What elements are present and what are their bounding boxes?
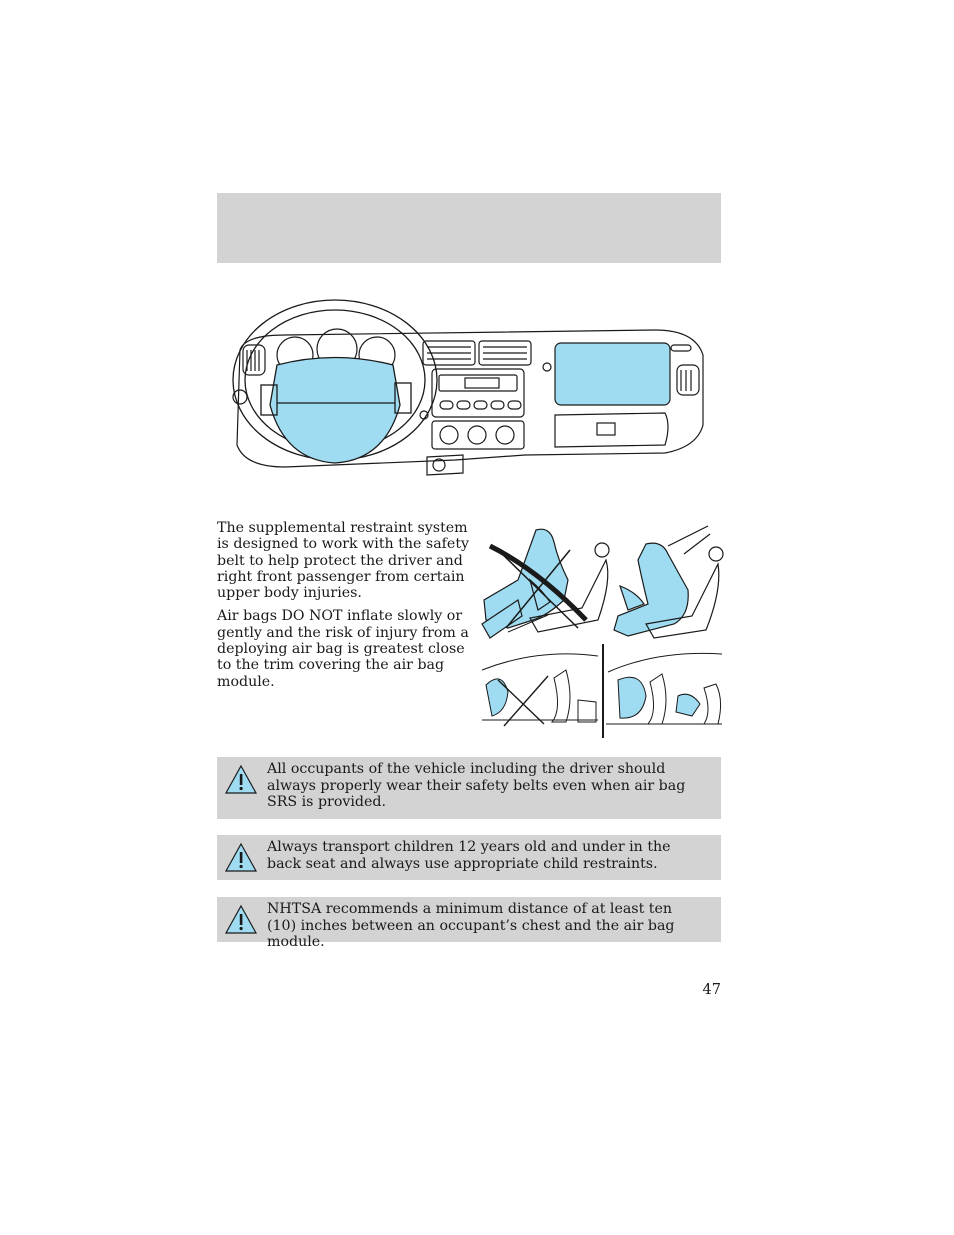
- warning-nhtsa-distance: NHTSA recommends a minimum distance of a…: [217, 897, 721, 950]
- occupant-position-illustration: [481, 525, 724, 738]
- warning-triangle-icon: [224, 842, 258, 872]
- warning-child-restraints: Always transport children 12 years old a…: [217, 835, 721, 880]
- warning-text: All occupants of the vehicle including t…: [267, 761, 686, 811]
- warning-triangle-icon: [224, 904, 258, 934]
- warning-triangle-icon: [224, 764, 258, 794]
- airbag-description: The supplemental restraint system is des…: [217, 520, 473, 697]
- section-header-band: [217, 193, 721, 263]
- warning-safety-belts: All occupants of the vehicle including t…: [217, 757, 721, 819]
- dashboard-airbag-illustration: [232, 299, 704, 476]
- paragraph-srs: The supplemental restraint system is des…: [217, 520, 470, 602]
- page-number: 47: [702, 982, 721, 998]
- warning-text: Always transport children 12 years old a…: [267, 839, 671, 872]
- paragraph-deployment: Air bags DO NOT inflate slowly or gently…: [217, 608, 469, 690]
- warning-text: NHTSA recommends a minimum distance of a…: [267, 901, 675, 951]
